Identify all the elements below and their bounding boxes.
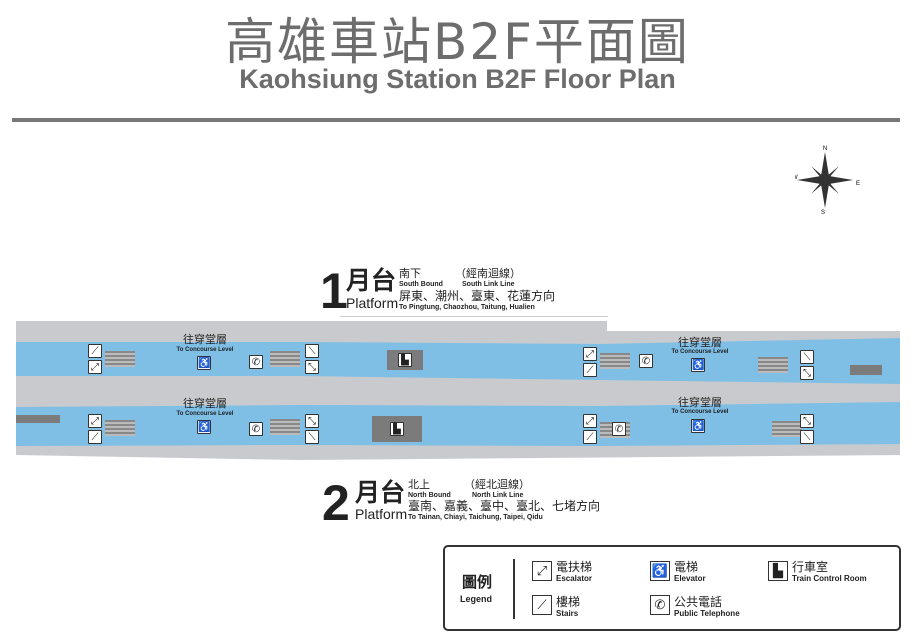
legend-label-zh: 公共電話 xyxy=(674,595,723,609)
escalator-icon: ⤢ xyxy=(583,414,597,428)
escalator-icon: ⤢ xyxy=(88,414,102,428)
stairs-icon: ⟍ xyxy=(305,430,319,444)
stairway xyxy=(270,351,300,367)
stairway xyxy=(772,421,802,437)
elevator-icon: ♿ xyxy=(197,420,211,434)
platform2-en: Platform xyxy=(355,506,408,522)
platform2-zh: 月台 xyxy=(355,479,406,507)
stairs-icon: ⟋ xyxy=(88,344,102,358)
platform2-number: 2 xyxy=(322,475,350,531)
concourse-label-zh: 往穿堂層 xyxy=(678,397,722,409)
train-control-room: ▙ xyxy=(387,350,423,370)
concourse-label-en: To Concourse Level xyxy=(671,349,729,355)
stairway xyxy=(758,357,788,373)
legend-label-en: Stairs xyxy=(556,609,579,618)
platform2-destinations-en: To Tainan, Chiayi, Taichung, Taipei, Qid… xyxy=(408,514,543,521)
compass-w: W xyxy=(795,175,798,181)
track-2 xyxy=(16,402,900,446)
telephone-icon: ✆ xyxy=(612,422,626,436)
platform1-line-zh: （經南迴線） xyxy=(455,268,521,280)
concourse-label-zh: 往穿堂層 xyxy=(183,334,227,346)
compass-s: S xyxy=(821,210,825,215)
concourse-label-en: To Concourse Level xyxy=(671,409,729,415)
elevator-icon: ♿ xyxy=(650,561,670,581)
platform1-en: Platform xyxy=(346,295,399,311)
platform2-line-zh: （經北迴線） xyxy=(464,479,530,491)
concourse-label-en: To Concourse Level xyxy=(176,411,234,417)
platform1-direction-en: South Bound xyxy=(399,281,443,288)
room-block xyxy=(850,365,882,375)
legend-title-zh: 圖例 xyxy=(462,574,493,591)
stairway xyxy=(105,420,135,436)
stairs-icon: ⟍ xyxy=(800,350,814,364)
concourse-label-zh: 往穿堂層 xyxy=(183,398,227,410)
compass-n: N xyxy=(823,146,827,152)
telephone-icon: ✆ xyxy=(249,422,263,436)
header-underline xyxy=(340,316,608,317)
compass-icon: N S W E xyxy=(795,146,860,215)
stairs-icon: ⟋ xyxy=(88,430,102,444)
legend-label-zh: 行車室 xyxy=(792,560,829,574)
stairs-icon: ⟋ xyxy=(583,363,597,377)
stairway xyxy=(270,419,300,435)
legend-label-zh: 樓梯 xyxy=(556,595,581,609)
escalator-icon: ⤢ xyxy=(88,360,102,374)
page-title-zh: 高雄車站B2F平面圖 xyxy=(225,13,690,71)
room-block xyxy=(16,415,60,423)
legend-label-zh: 電梯 xyxy=(674,560,699,574)
title-divider xyxy=(12,118,900,122)
legend-label-en: Elevator xyxy=(674,574,706,583)
elevator-icon: ♿ xyxy=(197,356,211,370)
train-control-room-icon: ▙ xyxy=(768,561,788,581)
escalator-icon: ⤡ xyxy=(800,414,814,428)
concourse-label-en: To Concourse Level xyxy=(176,347,234,353)
concourse-label-zh: 往穿堂層 xyxy=(678,337,722,349)
legend-divider xyxy=(513,559,515,619)
platform1-destinations-en: To Pingtung, Chaozhou, Taitung, Hualien xyxy=(399,304,535,311)
platform2-destinations-zh: 臺南、嘉義、臺中、臺北、七堵方向 xyxy=(408,499,601,513)
stairs-icon: ⟋ xyxy=(583,430,597,444)
platform2-direction-zh: 北上 xyxy=(408,479,430,491)
escalator-icon: ⤢ xyxy=(583,347,597,361)
platform1-destinations-zh: 屏東、潮州、臺東、花蓮方向 xyxy=(399,289,556,303)
legend-label-en: Escalator xyxy=(556,574,593,583)
stairway xyxy=(600,353,630,369)
legend-label-en: Public Telephone xyxy=(674,609,740,618)
platform2-direction-en: North Bound xyxy=(408,492,451,499)
legend-label-en: Train Control Room xyxy=(792,574,867,583)
telephone-icon: ✆ xyxy=(650,595,670,615)
train-control-room-icon: ▙ xyxy=(398,353,412,367)
platform1-line-en: South Link Line xyxy=(462,281,515,288)
telephone-icon: ✆ xyxy=(249,355,263,369)
platform1-zh: 月台 xyxy=(346,267,397,295)
escalator-icon: ⤡ xyxy=(305,414,319,428)
stairway xyxy=(105,351,135,367)
elevator-icon: ♿ xyxy=(691,358,705,372)
legend-label-zh: 電扶梯 xyxy=(556,560,593,574)
platform2-line-en: North Link Line xyxy=(472,492,524,499)
legend-title-en: Legend xyxy=(460,594,493,604)
stairs-icon: ⟍ xyxy=(800,430,814,444)
legend: 圖例 Legend ⤢ 電扶梯 Escalator ♿ 電梯 Elevator … xyxy=(443,545,901,631)
escalator-icon: ⤢ xyxy=(532,561,552,581)
train-control-room-icon: ▙ xyxy=(390,422,404,436)
escalator-icon: ⤡ xyxy=(800,366,814,380)
stairs-icon: ⟋ xyxy=(532,595,552,615)
train-control-room: ▙ xyxy=(372,416,422,442)
page-title-en: Kaohsiung Station B2F Floor Plan xyxy=(239,64,676,94)
elevator-icon: ♿ xyxy=(691,419,705,433)
telephone-icon: ✆ xyxy=(639,354,653,368)
stairs-icon: ⟍ xyxy=(305,344,319,358)
compass-e: E xyxy=(856,181,860,187)
escalator-icon: ⤡ xyxy=(305,360,319,374)
platform1-direction-zh: 南下 xyxy=(399,268,421,280)
track-1 xyxy=(16,338,900,384)
platform1-number: 1 xyxy=(320,263,348,319)
